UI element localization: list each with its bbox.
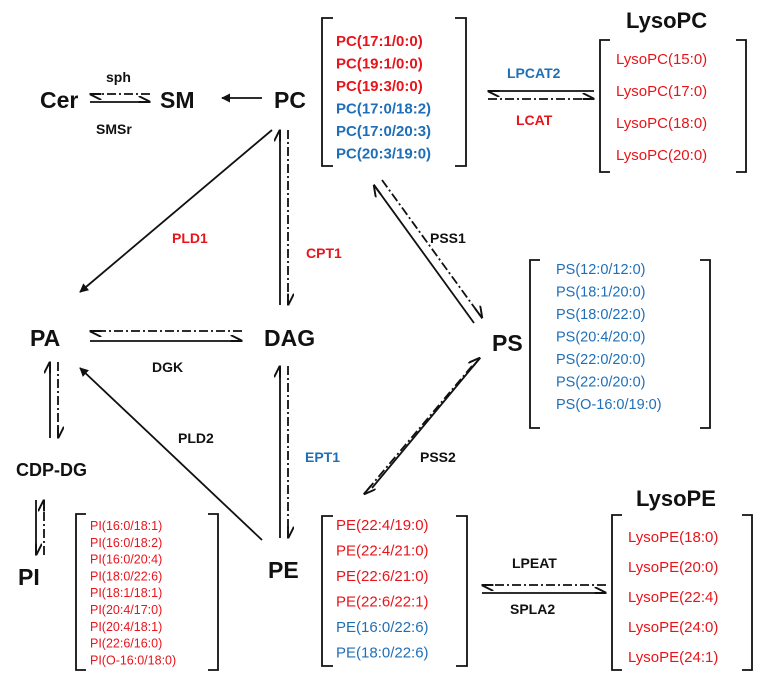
arrow-pe-to-ps [371,358,480,489]
ps-species-item: PS(22:0/20:0) [556,375,645,391]
arrow-pc-to-pa [79,129,273,293]
bracket-pi-right [208,513,219,671]
pi-species-item: PI(20:4/17:0) [90,603,162,617]
lysope-species-item: LysoPE(18:0) [628,529,718,546]
pi-species-item: PI(18:0/22:6) [90,569,162,583]
pe-species-item: PE(22:4/21:0) [336,543,429,560]
enzyme-ept1: EPT1 [305,449,340,465]
title-lysopc: LysoPC [626,8,707,33]
lysopc-species-item: LysoPC(15:0) [616,51,707,68]
pe-species-item: PE(22:4/19:0) [336,517,429,534]
pi-species-list: PI(16:0/18:1) PI(16:0/18:2) PI(16:0/20:4) P… [90,519,176,667]
bracket-pi-left [75,513,86,671]
ps-species-item: PS(22:0/20:0) [556,352,645,368]
bracket-ps-left [529,259,540,429]
ps-species-item: PS(18:0/22:0) [556,307,645,323]
bracket-pc-right [455,17,467,167]
bracket-lysopc-right [736,39,747,173]
lysope-species-list: LysoPE(18:0) LysoPE(20:0) LysoPE(22:4) Lyso… [628,529,718,666]
bracket-pc-left [321,17,333,167]
pi-species-item: PI(16:0/18:1) [90,519,162,533]
pe-species-item: PE(18:0/22:6) [336,645,429,662]
pi-species-item: PI(O-16:0/18:0) [90,653,176,667]
node-cdp-dg: CDP-DG [16,460,87,480]
pc-species-item: PC(17:0/20:3) [336,123,431,140]
lysopc-species-item: LysoPC(18:0) [616,115,707,132]
enzyme-spla2: SPLA2 [510,601,555,617]
arrow-pc-to-ps [381,179,482,318]
enzyme-sph: sph [106,69,131,85]
enzyme-lpeat: LPEAT [512,555,557,571]
enzyme-pld1: PLD1 [172,230,208,246]
lysopc-species-item: LysoPC(17:0) [616,83,707,100]
enzyme-pss2: PSS2 [420,449,456,465]
lysopc-species-item: LysoPC(20:0) [616,147,707,164]
ps-species-item: PS(12:0/12:0) [556,262,645,278]
lysope-species-item: LysoPE(22:4) [628,589,718,606]
pe-species-list: PE(22:4/19:0) PE(22:4/21:0) PE(22:6/21:0) P… [336,517,429,662]
pc-species-list: PC(17:1/0:0) PC(19:1/0:0) PC(19:3/0:0) PC(1… [336,33,431,163]
enzyme-cpt1: CPT1 [306,245,342,261]
pi-species-item: PI(20:4/18:1) [90,620,162,634]
enzyme-lpcat2: LPCAT2 [507,65,561,81]
arrow-ps-to-pc [374,185,475,324]
node-pi: PI [18,564,40,590]
node-dag: DAG [264,325,315,351]
node-sm: SM [160,87,195,113]
lysope-species-item: LysoPE(24:1) [628,649,718,666]
enzyme-lcat: LCAT [516,112,553,128]
pc-species-item: PC(19:3/0:0) [336,78,423,95]
node-pa: PA [30,325,60,351]
bracket-lysopc-left [599,39,610,173]
node-pe: PE [268,557,299,583]
node-cer: Cer [40,87,78,113]
bracket-lysope-left [611,514,622,671]
pc-species-item: PC(20:3/19:0) [336,146,431,163]
title-lysope: LysoPE [636,486,716,511]
enzyme-pss1: PSS1 [430,230,466,246]
pc-species-item: PC(19:1/0:0) [336,56,423,73]
lysope-species-item: LysoPE(20:0) [628,559,718,576]
ps-species-list: PS(12:0/12:0) PS(18:1/20:0) PS(18:0/22:0) P… [556,262,662,413]
ps-species-item: PS(O-16:0/19:0) [556,397,662,413]
ps-species-item: PS(20:4/20:0) [556,330,645,346]
node-ps: PS [492,330,523,356]
pi-species-item: PI(16:0/18:2) [90,536,162,550]
lysope-species-item: LysoPE(24:0) [628,619,718,636]
pi-species-item: PI(16:0/20:4) [90,553,162,567]
arrow-pe-to-pa [79,367,263,541]
pc-species-item: PC(17:0/18:2) [336,101,431,118]
pe-species-item: PE(22:6/21:0) [336,568,429,585]
enzyme-smsr: SMSr [96,121,132,137]
bracket-pe-left [321,515,333,667]
arrow-ps-to-pe [364,365,473,494]
bracket-pe-right [456,515,468,667]
enzyme-pld2: PLD2 [178,430,214,446]
bracket-lysope-right [742,514,753,671]
lysopc-species-list: LysoPC(15:0) LysoPC(17:0) LysoPC(18:0) Lyso… [616,51,707,164]
pc-species-item: PC(17:1/0:0) [336,33,423,50]
enzyme-dgk: DGK [152,359,183,375]
pe-species-item: PE(22:6/22:1) [336,594,429,611]
node-pc: PC [274,87,306,113]
ps-species-item: PS(18:1/20:0) [556,285,645,301]
pi-species-item: PI(18:1/18:1) [90,586,162,600]
pe-species-item: PE(16:0/22:6) [336,619,429,636]
bracket-ps-right [700,259,711,429]
pi-species-item: PI(22:6/16:0) [90,637,162,651]
